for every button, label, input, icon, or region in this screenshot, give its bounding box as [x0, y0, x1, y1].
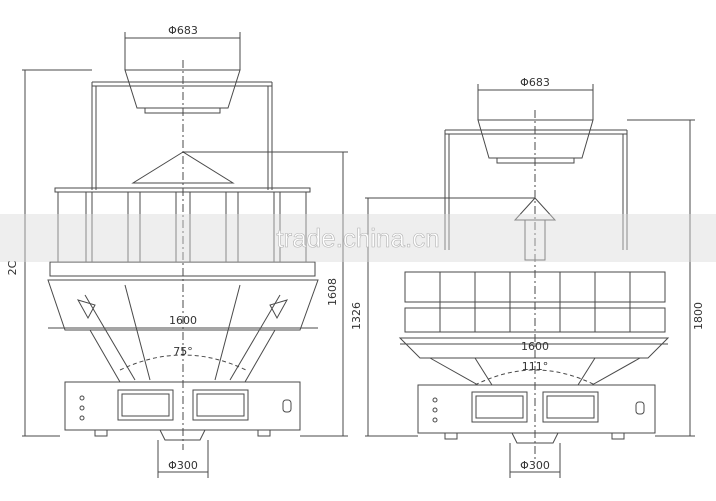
left-base-frame — [64, 381, 301, 431]
right-body — [398, 337, 670, 359]
left-dim-width-label: 1600 — [169, 314, 197, 327]
left-dim-angle-label: 75° — [173, 345, 193, 358]
left-dim-body-height-label: 1608 — [326, 278, 339, 306]
right-base-frame — [417, 384, 656, 434]
left-body — [47, 279, 319, 331]
left-dim-hopper-label: Φ683 — [168, 24, 198, 37]
right-dim-angle-label: 111° — [522, 360, 549, 373]
watermark-text: trade.china.cn — [276, 223, 439, 253]
right-dim-width-label: 1600 — [521, 340, 549, 353]
right-dim-hopper-label: Φ683 — [520, 76, 550, 89]
right-top-hopper — [477, 119, 594, 159]
right-dim-body-height-label: 1326 — [350, 302, 363, 330]
watermark-band — [0, 214, 716, 262]
left-distribution-cone — [131, 151, 235, 184]
right-dim-outlet-label: Φ300 — [520, 459, 550, 472]
right-machine — [365, 84, 695, 478]
right-dim-total-height-label: 1800 — [692, 302, 705, 330]
left-dim-total-height-label: 2C — [6, 260, 19, 275]
left-top-hopper — [124, 69, 241, 109]
right-bucket-rows — [404, 271, 666, 333]
left-dim-outlet-label: Φ300 — [168, 459, 198, 472]
left-machine — [22, 32, 348, 478]
